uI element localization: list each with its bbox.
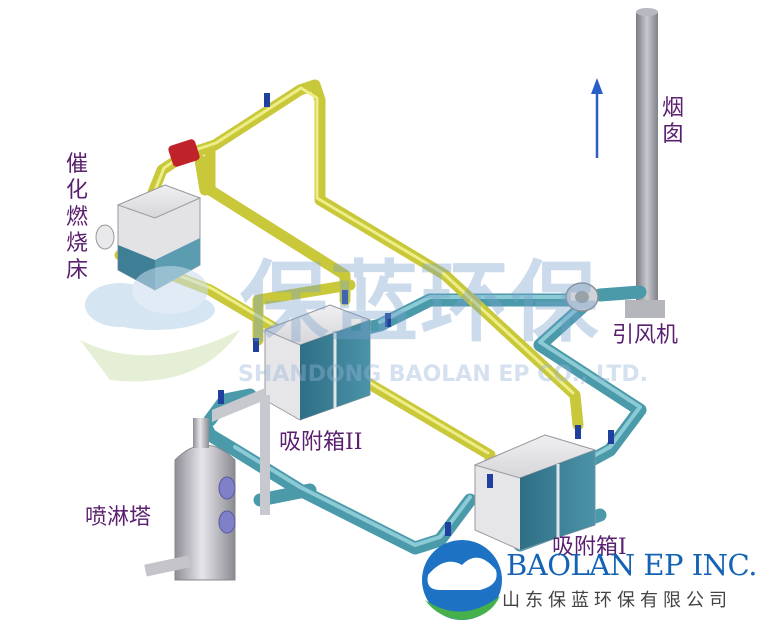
- fan-label: 引风机: [612, 323, 679, 348]
- red-flame-arrestor: [168, 139, 200, 167]
- adsorber-i-label: 吸附箱I: [552, 535, 627, 560]
- spray-tower-label: 喷淋塔: [85, 505, 152, 530]
- watermark-subtext: SHANDONG BAOLAN EP CO., LTD.: [238, 362, 648, 387]
- brand-name: BAOLAN EP INC.: [506, 548, 757, 582]
- valve-icon: [218, 93, 614, 536]
- chimney-label: 烟囱: [662, 96, 685, 148]
- adsorber-ii-label: 吸附箱II: [279, 430, 363, 455]
- watermark-cloud-icon: [80, 266, 240, 382]
- adsorber-ii-unit: [263, 304, 372, 421]
- catalytic-bed-label: 催化燃烧床: [66, 152, 89, 283]
- spray-tower-unit: [144, 388, 270, 581]
- flow-arrow-icon: [591, 78, 603, 158]
- brand-logo-icon: [422, 540, 502, 620]
- watermark-text: 保蓝环保: [240, 251, 601, 354]
- adsorber-i-unit: [473, 434, 597, 551]
- fan: [565, 282, 599, 312]
- brand-company-name: 山东保蓝环保有限公司: [502, 590, 732, 611]
- chimney: [625, 8, 665, 318]
